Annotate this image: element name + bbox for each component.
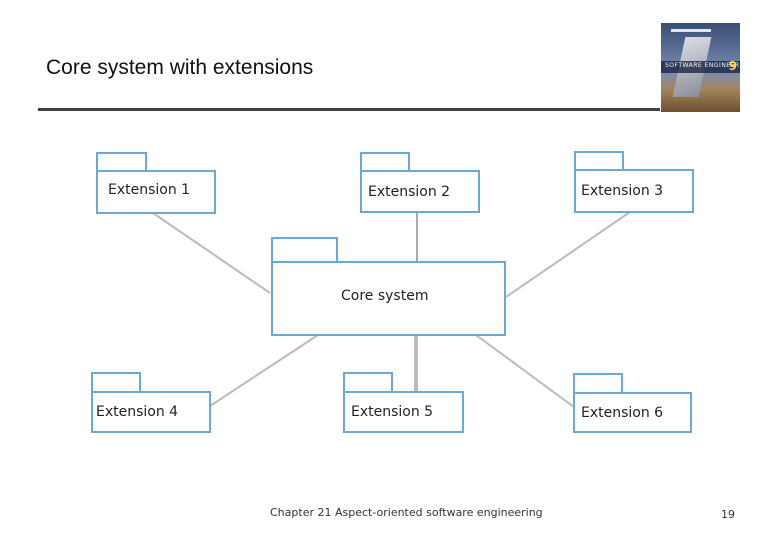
package-extension-1: Extension 1: [96, 152, 216, 214]
page-number: 19: [721, 508, 735, 521]
connector-ext4-core: [206, 334, 319, 409]
connector-ext3-core: [505, 211, 631, 298]
package-extension-3: Extension 3: [574, 151, 694, 213]
package-label: Extension 1: [108, 182, 190, 198]
book-cover-image: SOFTWARE ENGINEERING 9: [661, 23, 740, 112]
package-extension-2: Extension 2: [360, 152, 480, 213]
connector-ext6-core: [475, 334, 579, 411]
connector-ext1-core: [152, 212, 271, 294]
cover-edition: 9: [728, 59, 737, 73]
package-label: Extension 2: [368, 184, 450, 200]
package-label: Extension 3: [581, 183, 663, 199]
package-label: Core system: [341, 288, 428, 304]
package-extension-5: Extension 5: [343, 372, 464, 433]
package-label: Extension 5: [351, 404, 433, 420]
cover-lettering: SOFTWARE ENGINEERING: [665, 62, 740, 69]
title-divider: [38, 108, 660, 111]
package-label: Extension 4: [96, 404, 178, 420]
package-label: Extension 6: [581, 405, 663, 421]
package-extension-4: Extension 4: [91, 372, 211, 433]
slide-title: Core system with extensions: [46, 56, 314, 79]
package-core-system: Core system: [271, 237, 506, 336]
connectors: [152, 211, 631, 411]
package-extension-6: Extension 6: [573, 373, 692, 433]
footer-chapter: Chapter 21 Aspect-oriented software engi…: [270, 506, 543, 519]
